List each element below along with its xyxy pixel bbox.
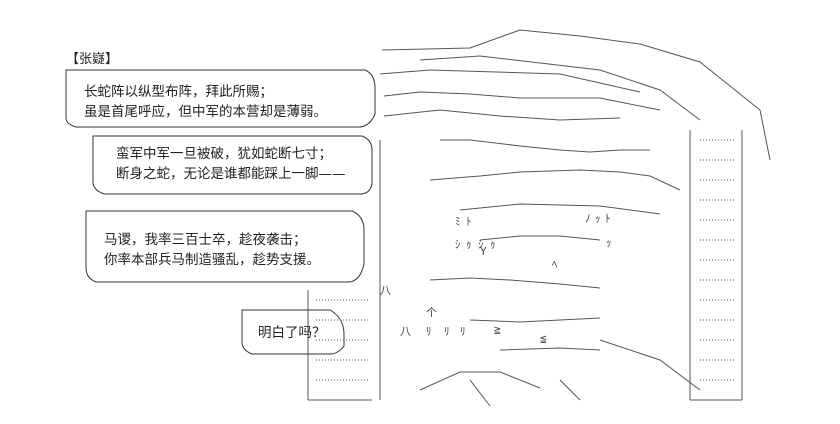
ascii-fragment-16: ﾘ [426, 325, 432, 338]
ascii-fragment-6: ｯ [595, 212, 601, 225]
ascii-fragment-11: ｩ [490, 238, 496, 251]
bubble-2-line-2: 断身之蛇，无论是谁都能踩上一脚—— [116, 166, 346, 182]
bubble-2-line-1: 蛮军中军一旦被破，犹如蛇断七寸； [116, 146, 332, 162]
ascii-fragment-20: ≦ [540, 332, 547, 345]
ascii-fragment-4: ｩ [466, 238, 472, 251]
ascii-fragment-8: ﾘ [444, 325, 450, 338]
ascii-fragment-18: 八 [380, 284, 391, 297]
bubble-3-line-1: 马谡，我率三百士卒，趁夜袭击； [104, 232, 307, 248]
ascii-fragment-3: ｼ [455, 238, 461, 251]
bubble-4-line-1: 明白了吗？ [258, 325, 326, 341]
bubble-3-outline [85, 210, 365, 283]
ascii-fragment-2: ﾄ [466, 215, 472, 228]
bubble-1-outline [65, 69, 376, 128]
bubble-1-line-1: 长蛇阵以纵型布阵，拜此所赐； [84, 84, 273, 100]
character-art [307, 29, 771, 407]
ascii-fragment-14: ≧ [494, 323, 501, 336]
ascii-fragment-12: ｯ [606, 236, 612, 249]
bubble-2-outline [92, 135, 373, 195]
bubble-4-outline [241, 309, 345, 355]
speaker-name: 【张嶷】 [66, 52, 119, 67]
ascii-fragment-5: ﾉ [585, 212, 591, 225]
ascii-fragment-1: ﾐ [455, 215, 461, 228]
bubble-1-line-2: 虽是首尾呼应，但中军的本营却是薄弱。 [84, 104, 327, 120]
ascii-fragment-10: Y [480, 245, 487, 258]
ascii-fragment-15: 八 [400, 325, 411, 338]
ascii-fragment-13: ﾍ [552, 258, 558, 271]
ascii-fragment-17: ﾘ [460, 325, 466, 338]
bubble-3-line-2: 你率本部兵马制造骚乱，趁势支援。 [104, 252, 320, 268]
ascii-fragment-7: ﾄ [605, 212, 611, 225]
ascii-fragment-9: ｼ [478, 238, 484, 251]
ascii-fragment-19: 个 [426, 306, 437, 319]
